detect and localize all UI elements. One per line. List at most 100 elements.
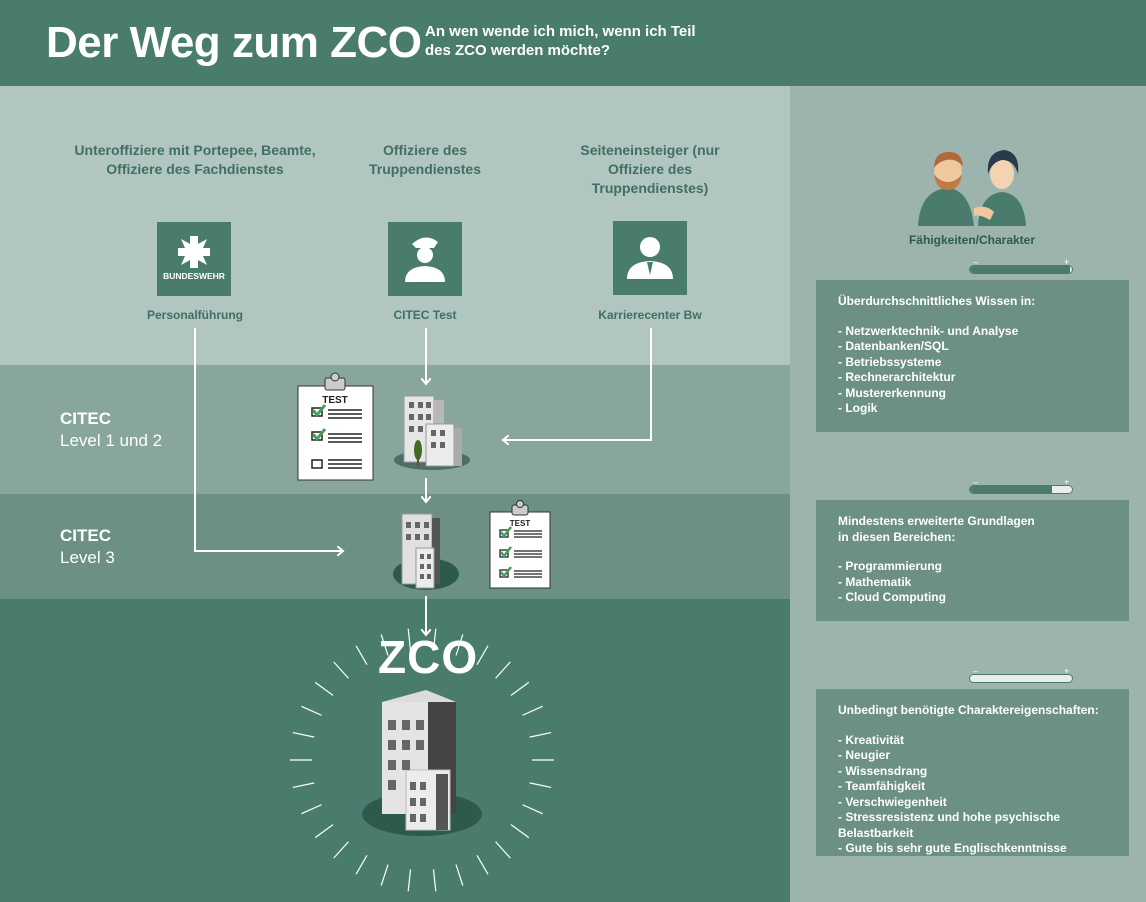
building-zco-icon bbox=[362, 690, 482, 836]
skill-box-character-heading: Unbedingt benötigte Charaktereigenschaft… bbox=[838, 703, 1099, 717]
zco-ray bbox=[529, 782, 552, 789]
building-level12-icon bbox=[394, 395, 470, 470]
flow-diagram: TEST bbox=[194, 328, 652, 892]
slider-2-plus: + bbox=[1064, 477, 1070, 487]
zco-ray bbox=[495, 661, 511, 679]
zco-ray bbox=[476, 854, 489, 875]
arrow-personalfuehrung-to-level3 bbox=[194, 328, 342, 551]
skill-box-knowledge: Überdurchschnittliches Wissen in: - Netz… bbox=[816, 280, 1129, 432]
zco-ray bbox=[522, 705, 543, 716]
list-item: - Datenbanken/SQL bbox=[838, 339, 949, 353]
list-item: - Logik bbox=[838, 401, 878, 415]
source-caption-citec-test: CITEC Test bbox=[393, 308, 457, 322]
zco-ray bbox=[432, 628, 437, 651]
list-item: - Mustererkennung bbox=[838, 385, 947, 400]
page-subtitle: An wen wende ich mich, wenn ich Teil des… bbox=[425, 23, 696, 59]
bundeswehr-logo-text: BUNDESWEHR bbox=[163, 271, 225, 281]
band-level-1-2 bbox=[0, 365, 790, 494]
test-clipboard-checked-icon: TEST bbox=[489, 500, 551, 589]
zco-ray bbox=[455, 634, 464, 656]
level-3-subtitle: Level 3 bbox=[60, 548, 115, 567]
zco-ray bbox=[333, 661, 349, 679]
slider-3-minus: – bbox=[973, 666, 979, 676]
zco-ray bbox=[455, 864, 464, 886]
zco-ray bbox=[380, 634, 389, 656]
zco-ray bbox=[314, 681, 334, 696]
source-caption-personalfuehrung: Personalführung bbox=[146, 308, 243, 322]
arrow-karrierecenter-to-level12 bbox=[504, 328, 652, 440]
zco-rays bbox=[290, 628, 554, 892]
characters-icon bbox=[918, 150, 1026, 226]
zco-ray bbox=[407, 628, 412, 651]
characters-label: Fähigkeiten/Charakter bbox=[908, 233, 1036, 247]
zco-ray bbox=[292, 782, 315, 789]
list-item: - Kreativität bbox=[838, 732, 905, 747]
list-item: - Cloud Computing bbox=[838, 590, 946, 604]
skill-box-character-list: - Kreativität- Neugier- Wissensdrang- Te… bbox=[838, 733, 1107, 857]
skill-box-basics-heading: Mindestens erweiterte Grundlagen in dies… bbox=[838, 514, 1035, 544]
list-item: - Neugier bbox=[838, 748, 891, 762]
zco-ray bbox=[355, 854, 368, 875]
skill-box-knowledge-heading: Überdurchschnittliches Wissen in: bbox=[838, 294, 1036, 308]
source-label-officers: Offiziere des Truppendienstes bbox=[368, 142, 482, 177]
list-item: - Verschwiegenheit bbox=[838, 794, 947, 809]
officer-icon bbox=[388, 222, 462, 296]
slider-3-plus: + bbox=[1064, 666, 1070, 676]
zco-ray bbox=[292, 731, 315, 738]
source-label-lateral: Seiteneinsteiger (nur Offiziere des Trup… bbox=[580, 142, 720, 196]
zco-ray bbox=[301, 804, 322, 815]
level-1-2-subtitle: Level 1 und 2 bbox=[60, 431, 163, 450]
zco-ray bbox=[314, 824, 334, 839]
skill-box-basics: Mindestens erweiterte Grundlagen in dies… bbox=[816, 500, 1129, 621]
zco-ray bbox=[522, 804, 543, 815]
skill-slider-1 bbox=[969, 265, 1073, 274]
slider-2-minus: – bbox=[973, 477, 979, 487]
zco-ray bbox=[432, 869, 437, 892]
zco-ray bbox=[380, 864, 389, 886]
civilian-icon bbox=[613, 221, 687, 295]
level-3-name: CITEC Level 3 bbox=[60, 525, 115, 569]
list-item: - Betriebssysteme bbox=[838, 354, 942, 369]
zco-ray bbox=[510, 824, 530, 839]
zco-ray bbox=[333, 841, 349, 859]
list-item: - Mathematik bbox=[838, 574, 912, 589]
flow-arrows bbox=[194, 328, 652, 634]
header: Der Weg zum ZCO An wen wende ich mich, w… bbox=[0, 0, 1146, 86]
list-item: - Wissensdrang bbox=[838, 763, 928, 778]
skill-box-basics-list: - Programmierung- Mathematik- Cloud Comp… bbox=[838, 559, 1107, 606]
list-item: - Programmierung bbox=[838, 559, 943, 573]
skill-slider-1-fill bbox=[970, 266, 1070, 273]
bundeswehr-logo-icon: BUNDESWEHR bbox=[157, 222, 231, 296]
zco-ray bbox=[355, 645, 368, 666]
skill-box-knowledge-list: - Netzwerktechnik- und Analyse- Datenban… bbox=[838, 324, 1107, 417]
list-item: - Teamfähigkeit bbox=[838, 779, 926, 793]
zco-ray bbox=[529, 731, 552, 738]
source-label-personnel: Unteroffiziere mit Portepee, Beamte, Off… bbox=[74, 142, 316, 177]
test-clipboard-icon: TEST bbox=[297, 372, 374, 481]
test-label: TEST bbox=[322, 395, 348, 406]
skill-slider-2 bbox=[969, 485, 1073, 494]
zco-ray bbox=[407, 869, 412, 892]
band-level-3 bbox=[0, 494, 790, 599]
building-level3-icon bbox=[393, 513, 459, 590]
page-title: Der Weg zum ZCO bbox=[46, 18, 422, 67]
skill-box-character: Unbedingt benötigte Charaktereigenschaft… bbox=[816, 689, 1129, 856]
level-1-2-name: CITEC Level 1 und 2 bbox=[60, 408, 162, 452]
zco-title: ZCO bbox=[378, 631, 479, 683]
zco-ray bbox=[495, 841, 511, 859]
slider-1-minus: – bbox=[973, 257, 979, 267]
level-1-2-title: CITEC bbox=[60, 409, 111, 428]
list-item: - Rechnerarchitektur bbox=[838, 370, 956, 384]
skill-slider-2-fill bbox=[970, 486, 1052, 493]
test-label-2: TEST bbox=[510, 519, 531, 528]
list-item: - Netzwerktechnik- und Analyse bbox=[838, 323, 1019, 338]
zco-ray bbox=[301, 705, 322, 716]
list-item: - Stressresistenz und hohe psychische Be… bbox=[838, 810, 1061, 840]
level-3-title: CITEC bbox=[60, 526, 111, 545]
skill-slider-3 bbox=[969, 674, 1073, 683]
slider-1-plus: + bbox=[1064, 257, 1070, 267]
zco-ray bbox=[476, 645, 489, 666]
list-item: - Gute bis sehr gute Englischkenntnisse bbox=[838, 841, 1067, 855]
source-caption-karrierecenter: Karrierecenter Bw bbox=[598, 308, 702, 322]
zco-ray bbox=[510, 681, 530, 696]
